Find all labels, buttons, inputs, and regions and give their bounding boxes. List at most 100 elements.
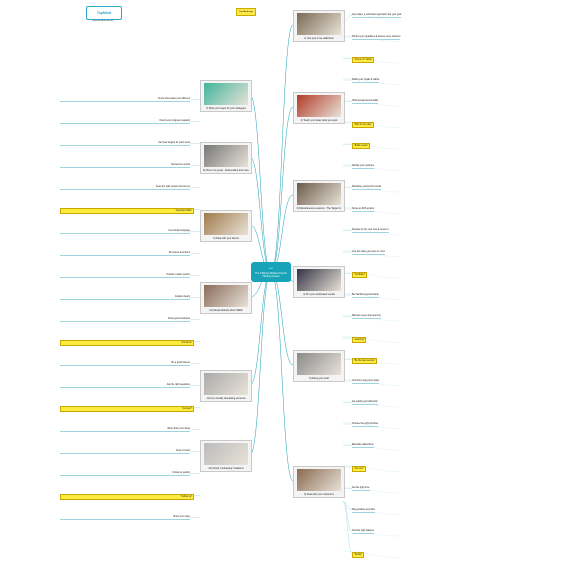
right-branch-item[interactable]: “Focus on” habits <box>352 57 374 63</box>
right-branch-item[interactable]: Watch your rituals & habits <box>352 78 380 83</box>
topic-t7[interactable]: 7) Write your steps for your strategies <box>200 80 252 112</box>
topic-label: 11) Use visually stimulating elements <box>206 397 246 400</box>
team-image <box>297 469 341 491</box>
right-branch-item[interactable]: Stay positive and calm <box>352 508 375 513</box>
right-branch-item[interactable]: Prepare for the next step & review it <box>352 229 389 233</box>
right-branch-item[interactable]: Eliminate distractions <box>352 444 374 448</box>
left-branch-item[interactable]: “Follow up” <box>60 494 194 500</box>
right-branch-item[interactable]: “Ready” <box>352 551 365 558</box>
connector-line <box>249 94 272 273</box>
left-branch-item[interactable]: Be a good listener <box>60 362 190 366</box>
right-branch-item[interactable]: Act quickly and efficiently <box>352 401 378 405</box>
right-branch-item[interactable]: Choose the right priorities <box>352 422 379 427</box>
top-chip: Top Mind map <box>236 8 256 16</box>
connector-line <box>342 336 401 343</box>
left-branch-item[interactable]: Check your progress regularly <box>60 120 190 124</box>
right-branch-item[interactable]: Discipline yourself for results <box>352 186 382 190</box>
right-branch-item[interactable]: “Build a team” <box>352 143 371 149</box>
connector-line <box>270 194 294 273</box>
left-branch-item[interactable]: Show your value <box>60 516 190 520</box>
right-branch-item[interactable]: Live the vision you have in mind <box>352 250 385 255</box>
connector-line <box>342 486 401 494</box>
left-branch-item[interactable]: Set clear targets for each week <box>60 142 190 146</box>
right-branch-item[interactable]: “Confident” <box>352 272 368 278</box>
martial-image <box>297 95 341 117</box>
connector-line <box>342 501 353 532</box>
right-branch-item[interactable]: “Act now” <box>352 465 366 472</box>
connector-line <box>249 271 272 386</box>
right-branch-item[interactable]: Be thankful & professional <box>352 293 379 298</box>
logo-brand: Top⁠Mind <box>96 11 112 15</box>
right-branch-item[interactable]: Get a plan, a solid sales approach and y… <box>352 14 402 18</box>
topic-label: 3) Miscellaneous sessions - The Target F… <box>296 207 342 210</box>
topic-t3[interactable]: 3) Miscellaneous sessions - The Target F… <box>293 180 345 212</box>
topic-label: 4) Put your anticipated results <box>303 293 335 296</box>
left-branch-item[interactable]: Explain clearly <box>60 296 190 300</box>
topic-t9[interactable]: 9) Deal with your clients <box>200 210 252 242</box>
topic-t5[interactable]: 5) Doing your stuff <box>293 350 345 382</box>
right-branch-item[interactable]: Identify your numbers <box>352 164 375 169</box>
left-branch-item[interactable]: “Convince” <box>60 340 194 346</box>
topic-t8[interactable]: 8) How to be great - Deliverables and mo… <box>200 142 252 174</box>
connector-line <box>342 501 353 511</box>
left-branch-item[interactable]: Use simple language <box>60 230 190 234</box>
left-branch-item[interactable]: Review the results <box>60 164 190 168</box>
connector-line <box>342 271 401 279</box>
topic-t6[interactable]: 6) Deal with your customers <box>293 466 345 498</box>
laptop-image <box>204 145 248 167</box>
topic-t4[interactable]: 4) Put your anticipated results <box>293 266 345 298</box>
left-branch-item[interactable]: Ask the right questions <box>60 384 190 388</box>
desk-image <box>204 285 248 307</box>
right-branch-item[interactable]: Set the right tone <box>352 487 370 491</box>
left-branch-item[interactable]: Write down your ideas <box>60 428 190 432</box>
right-branch-item[interactable]: Stick to your deadlines & assess every d… <box>352 35 401 40</box>
left-branch-item[interactable]: Practice makes perfect <box>60 274 190 278</box>
topic-t2[interactable]: 2) Teach your sales what you want <box>293 92 345 124</box>
right-branch-item[interactable]: Find the right balance <box>352 530 375 534</box>
left-branch-item[interactable]: “Connect” <box>60 406 194 412</box>
coins-image <box>204 213 248 235</box>
connector-line <box>249 156 272 273</box>
left-branch-item[interactable]: Know what makes you different <box>60 98 190 102</box>
topic-label: 12) Social “fundraising” situations <box>208 467 244 470</box>
right-branch-item[interactable]: “Plan for the day” <box>352 121 374 128</box>
topic-t1[interactable]: 1) Use your inner addictions <box>293 10 345 42</box>
office-image <box>297 353 341 375</box>
logo: Top⁠Mind <box>86 6 122 20</box>
left-branch-item[interactable]: Follow up quickly <box>60 472 190 476</box>
phone-image <box>204 373 248 395</box>
connector-line <box>270 271 294 366</box>
connector-line <box>342 465 401 472</box>
right-branch-item[interactable]: “Learning” <box>352 336 367 343</box>
right-branch-item[interactable]: Commit to long-term goals <box>352 379 379 384</box>
topic-t12[interactable]: 12) Social “fundraising” situations <box>200 440 252 472</box>
meeting-image <box>297 183 341 205</box>
topic-t11[interactable]: 11) Use visually stimulating elements <box>200 370 252 402</box>
connector-line <box>342 142 401 150</box>
left-branch-item[interactable]: Show good examples <box>60 318 190 322</box>
right-branch-item[interactable]: Winners never stop learning <box>352 315 381 319</box>
topic-label: 5) Doing your stuff <box>309 377 329 380</box>
topic-t10[interactable]: 10) Mental attitude about SEMs <box>200 282 252 314</box>
left-branch-item[interactable]: “Important skills” <box>60 208 194 214</box>
right-branch-item[interactable]: Focus on ROI actions <box>352 207 375 212</box>
center-title: The 9 Winner Mindset Tips for Holding Gr… <box>255 272 287 278</box>
left-branch-item[interactable]: Be honest and direct <box>60 252 190 256</box>
topic-label: 2) Teach your sales what you want <box>300 119 338 122</box>
connector-line <box>342 551 401 558</box>
left-branch-item[interactable]: Keep in touch <box>60 450 190 454</box>
right-branch-item[interactable]: Hold yourself accountable <box>352 100 379 104</box>
right-branch-item[interactable]: “Be the best version” <box>352 358 378 364</box>
left-branch-item[interactable]: Keep the right people around you <box>60 186 190 190</box>
topic-label: 1) Use your inner addictions <box>304 37 334 40</box>
handshake-image <box>297 269 341 291</box>
connector-line <box>249 271 272 456</box>
topic-label: 8) How to be great - Deliverables and mo… <box>203 169 249 172</box>
connector-line <box>270 24 294 273</box>
topic-label: 7) Write your steps for your strategies <box>206 107 246 110</box>
connector-line <box>342 501 353 554</box>
central-topic[interactable]: ↔ The 9 Winner Mindset Tips for Holding … <box>251 262 291 282</box>
topic-label: 10) Mental attitude about SEMs <box>209 309 243 312</box>
